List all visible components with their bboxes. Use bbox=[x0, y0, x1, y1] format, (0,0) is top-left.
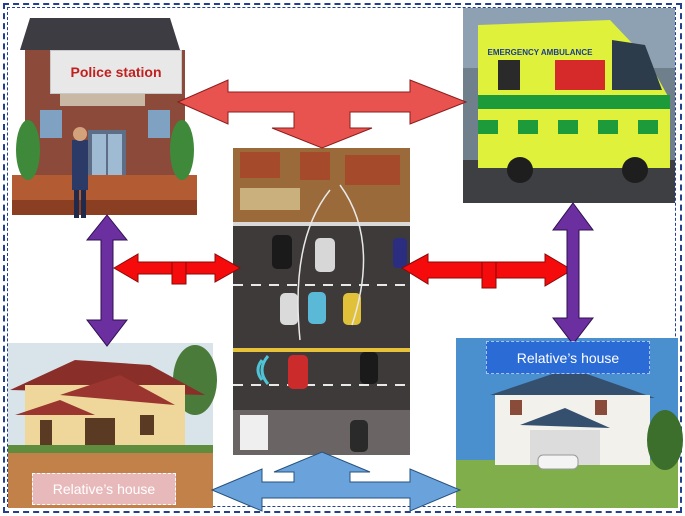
relatives-house-left-label: Relative’s house bbox=[32, 473, 176, 505]
police-station-label: Police station bbox=[50, 50, 182, 94]
red-arrow-police-ambulance bbox=[176, 79, 468, 149]
red-arrow-left-fold bbox=[171, 261, 187, 285]
outer-frame bbox=[3, 3, 682, 513]
red-arrow-right-fold bbox=[481, 261, 497, 289]
road-traffic-image bbox=[233, 148, 410, 455]
relatives-house-right-label: Relative’s house bbox=[486, 341, 650, 374]
ambulance-sign-text: EMERGENCY AMBULANCE bbox=[488, 48, 594, 57]
relatives-house-right-image bbox=[456, 338, 683, 508]
inner-frame bbox=[7, 7, 676, 507]
purple-arrow-left bbox=[85, 214, 129, 347]
ambulance-image: EMERGENCY AMBULANCE bbox=[463, 8, 675, 203]
blue-arrow-houses bbox=[210, 451, 462, 512]
police-station-image bbox=[12, 15, 197, 218]
